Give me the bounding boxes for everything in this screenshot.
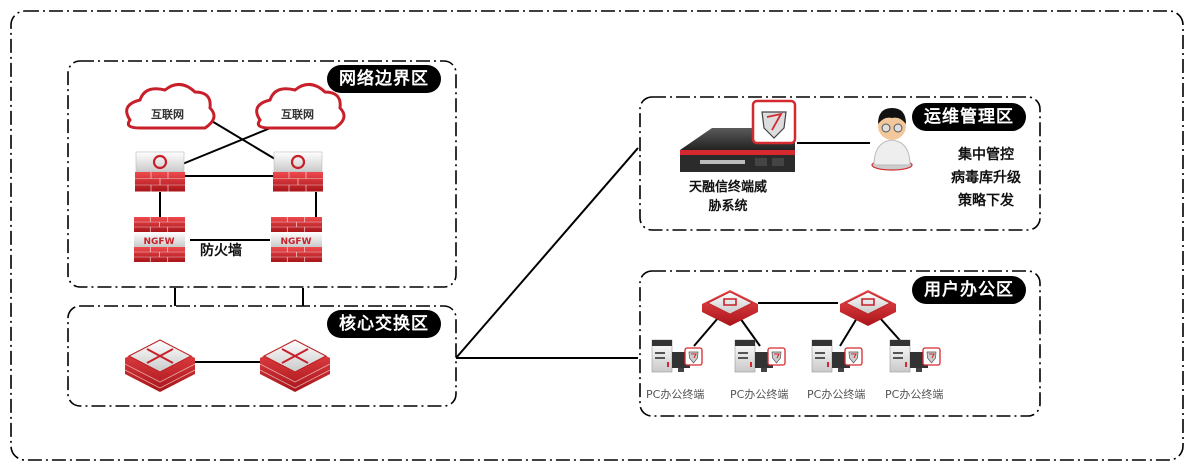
pc-terminal-3-label: PC办公终端 [807, 388, 866, 401]
zone-label-ops: 运维管理区 [912, 103, 1026, 131]
cloud-left-label: 互联网 [151, 108, 184, 121]
threat-appliance-label-line1: 天融信终端威 [688, 180, 767, 195]
pc-terminal-3-icon [811, 339, 863, 373]
pc-terminal-1-label: PC办公终端 [646, 388, 705, 401]
links [159, 119, 906, 363]
ops-function-item: 病毒库升级 [951, 170, 1021, 186]
ngfw-badge-right: NGFW [281, 237, 312, 247]
zone-ops-box [639, 96, 1041, 231]
utm-device-right-icon [272, 151, 324, 192]
ops-function-list: 集中管控 病毒库升级 策略下发 [936, 144, 1036, 213]
core-switch-right-icon [259, 339, 331, 393]
link-sw2-pc3 [839, 317, 858, 347]
zone-office-box [639, 270, 1041, 417]
pc-terminal-4-icon [889, 339, 941, 373]
zone-border-box [67, 60, 457, 288]
link-sw1-pc2 [739, 317, 761, 347]
internet-cloud-right-icon [255, 83, 346, 130]
pc-terminal-4-label: PC办公终端 [885, 388, 944, 401]
pc-terminal-2-label: PC办公终端 [730, 388, 789, 401]
link-sw1-pc1 [693, 317, 719, 347]
cloud-right-label: 互联网 [281, 108, 314, 121]
zone-label-core: 核心交换区 [327, 310, 441, 338]
access-switch-right-icon [839, 289, 897, 327]
outer-frame [10, 10, 1184, 461]
ops-function-item: 策略下发 [958, 193, 1014, 209]
threat-appliance-label-line2: 胁系统 [708, 199, 748, 214]
link-core-ops [455, 147, 639, 359]
firewall-label: 防火墙 [200, 243, 242, 259]
ngfw-firewall-left-icon: NGFW [133, 216, 186, 263]
link-cross-2 [209, 119, 286, 166]
utm-device-left-icon [134, 151, 186, 192]
threat-appliance-icon [680, 99, 797, 172]
internet-cloud-left-icon [125, 83, 216, 130]
threat-appliance-label: 天融信终端威 胁系统 [668, 178, 788, 216]
zone-core-box [67, 305, 457, 407]
ngfw-firewall-right-icon: NGFW [270, 216, 323, 263]
ops-function-item: 集中管控 [958, 147, 1014, 163]
access-switch-left-icon [701, 289, 759, 327]
zone-label-office: 用户办公区 [912, 276, 1026, 304]
ngfw-badge-left: NGFW [144, 237, 175, 247]
zone-label-border: 网络边界区 [327, 65, 441, 93]
core-switch-left-icon [124, 339, 196, 393]
admin-user-icon [871, 108, 913, 171]
